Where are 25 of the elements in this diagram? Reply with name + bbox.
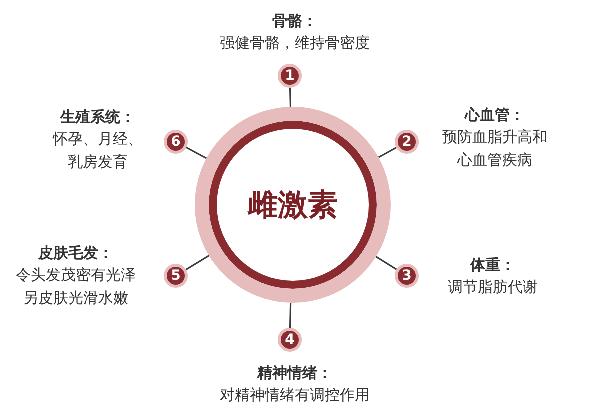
description-text: 调节脂肪代谢 (448, 277, 538, 298)
heading-text: 心血管： (465, 105, 525, 126)
connector-line (186, 255, 210, 270)
number-badge: 2 (395, 130, 419, 154)
description-text: 对精神情绪有调控作用 (220, 385, 370, 406)
heading-text: 生殖系统： (60, 107, 136, 128)
heading-text: 骨骼： (272, 11, 318, 32)
heading-text: 体重： (470, 255, 516, 276)
number-badge: 5 (164, 264, 188, 288)
number-badge: 6 (164, 130, 188, 154)
connector-line (289, 88, 292, 108)
number-badge: 3 (395, 264, 419, 288)
heading-text: 皮肤毛发： (38, 243, 114, 264)
heading-text: 精神情绪： (258, 363, 332, 384)
hormone-circle: 雌激素 (195, 107, 391, 303)
description-text: 预防血脂升高和心血管疾病 (442, 127, 548, 171)
number-badge: 4 (278, 328, 302, 352)
description-text: 令头发茂密有光泽另皮肤光滑水嫩 (15, 265, 137, 309)
number-badge: 1 (278, 64, 302, 88)
description-text: 强健骨骼，维持骨密度 (220, 33, 370, 54)
connector-line (378, 147, 397, 158)
connector-line (289, 302, 292, 328)
description-text: 怀孕、月经、乳房发育 (52, 129, 144, 173)
connector-line (376, 256, 398, 270)
connector-line (186, 146, 208, 160)
